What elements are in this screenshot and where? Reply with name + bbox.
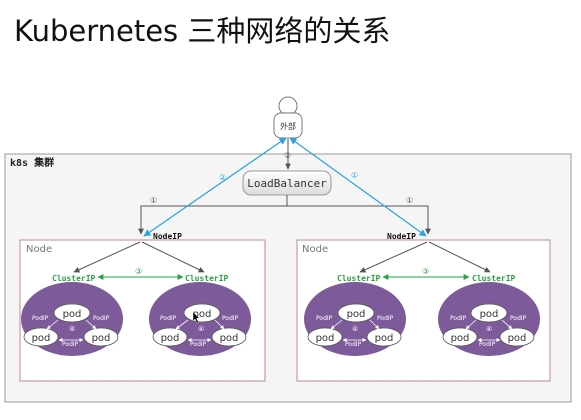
pod-2b-left bbox=[442, 327, 478, 347]
pod-2b-arrow-left bbox=[465, 319, 477, 330]
pod-2a-right bbox=[366, 327, 402, 347]
pod-2b-ip-bottom: PodIP bbox=[479, 341, 496, 348]
pod-1a-top-label: pod bbox=[63, 309, 82, 320]
external-label: 外部 bbox=[280, 121, 296, 131]
pod-2b-right bbox=[499, 327, 535, 347]
pod-2b-top bbox=[470, 303, 508, 323]
pod-1b-ip-right: PodIP bbox=[222, 315, 239, 322]
pod-1b-right bbox=[211, 327, 247, 347]
load-balancer-label: LoadBalancer bbox=[247, 177, 327, 190]
pod-1a-ip-bottom: PodIP bbox=[62, 341, 79, 348]
pod-2a-left-label: pod bbox=[316, 333, 335, 344]
pod-2b-left-label: pod bbox=[451, 333, 470, 344]
pod-2b-number: ④ bbox=[486, 325, 492, 333]
node-1-link-number: ③ bbox=[135, 267, 142, 276]
external-user: 外部 bbox=[273, 96, 303, 139]
pod-1b-arrow-right bbox=[214, 319, 225, 330]
pod-2a-number: ④ bbox=[352, 325, 358, 333]
pod-2b-ip-left: PodIP bbox=[450, 315, 467, 322]
node-2-clusterip-right: ClusterIP bbox=[472, 274, 516, 283]
pod-1b-ip-bottom: PodIP bbox=[190, 341, 207, 348]
pod-1a-arrow-left bbox=[46, 319, 59, 330]
pod-2b-top-label: pod bbox=[480, 309, 499, 320]
pod-group-2a: pod pod pod PodIP PodIP PodIP ④ bbox=[304, 282, 406, 356]
mouse-cursor-icon bbox=[192, 311, 200, 324]
node-1-clusterip-left: ClusterIP bbox=[52, 274, 96, 283]
pod-2a-top bbox=[337, 303, 375, 323]
node-2-label: Node bbox=[302, 244, 328, 255]
page-title: Kubernetes 三种网络的关系 bbox=[14, 14, 391, 48]
pod-2a-ip-bottom: PodIP bbox=[345, 341, 362, 348]
pod-2a-arrow-right bbox=[369, 319, 380, 330]
node-1: Node NodeIP ClusterIP ClusterIP ③ pod po… bbox=[19, 232, 266, 382]
pod-group-2b: pod pod pod PodIP PodIP PodIP ④ bbox=[438, 282, 540, 356]
pod-2a-right-label: pod bbox=[375, 333, 394, 344]
num-1-blue-right: ① bbox=[351, 171, 358, 180]
pod-1a-left-label: pod bbox=[32, 333, 51, 344]
pod-2a-top-label: pod bbox=[347, 309, 366, 320]
pod-1b-ip-left: PodIP bbox=[160, 315, 177, 322]
node-1-label: Node bbox=[26, 244, 52, 255]
pod-2a-ip-right: PodIP bbox=[377, 315, 394, 322]
pod-1a-number: ④ bbox=[69, 325, 75, 333]
node-2-clusterip-left: ClusterIP bbox=[337, 274, 381, 283]
num-2-center: ② bbox=[284, 151, 291, 160]
pod-1b-arrow-left bbox=[175, 319, 189, 330]
pod-2b-arrow-right bbox=[501, 319, 513, 330]
cluster-label: k8s 集群 bbox=[10, 156, 54, 169]
node-2-to-clusterip-left bbox=[359, 241, 428, 273]
pod-1b-left-label: pod bbox=[161, 333, 180, 344]
external-to-left-nodeip-line bbox=[143, 137, 287, 237]
node-1-clusterip-right: ClusterIP bbox=[185, 274, 229, 283]
num-2-left: ② bbox=[219, 173, 226, 182]
num-1-right: ① bbox=[406, 196, 413, 205]
pod-1a-arrow-right bbox=[85, 319, 97, 330]
pod-1b-number: ④ bbox=[198, 325, 204, 333]
pod-1b-right-label: pod bbox=[220, 333, 239, 344]
node-2-to-clusterip-right bbox=[428, 241, 491, 273]
external-to-right-nodeip-line bbox=[289, 137, 427, 237]
node-1-to-clusterip-left bbox=[73, 241, 141, 273]
pod-1b-left bbox=[152, 327, 188, 347]
num-1-left: ① bbox=[150, 196, 157, 205]
node-2-link-number: ③ bbox=[422, 267, 429, 276]
node-2: Node NodeIP ClusterIP ClusterIP ③ pod po… bbox=[296, 232, 551, 382]
pod-1a-top bbox=[53, 303, 91, 323]
node-1-nodeip: NodeIP bbox=[153, 232, 182, 241]
pod-1a-right-label: pod bbox=[92, 333, 111, 344]
user-head-icon bbox=[278, 96, 298, 116]
pod-group-1b: pod pod pod PodIP PodIP PodIP ④ bbox=[149, 282, 251, 356]
pod-2a-left bbox=[307, 327, 343, 347]
pod-1b-top-label: pod bbox=[193, 309, 212, 320]
pod-2a-ip-left: PodIP bbox=[316, 315, 333, 322]
pod-1a-ip-left: PodIP bbox=[32, 315, 49, 322]
pod-2b-ip-right: PodIP bbox=[510, 315, 527, 322]
user-body bbox=[273, 112, 303, 139]
pod-1a-right bbox=[83, 327, 119, 347]
node-2-nodeip: NodeIP bbox=[387, 232, 416, 241]
pod-group-1a: pod pod pod PodIP PodIP PodIP ④ bbox=[21, 282, 123, 356]
pod-1a-left bbox=[23, 327, 59, 347]
pod-2a-arrow-left bbox=[330, 319, 343, 330]
pod-2b-right-label: pod bbox=[508, 333, 527, 344]
pod-1a-ip-right: PodIP bbox=[93, 315, 110, 322]
node-1-to-clusterip-right bbox=[141, 241, 205, 273]
